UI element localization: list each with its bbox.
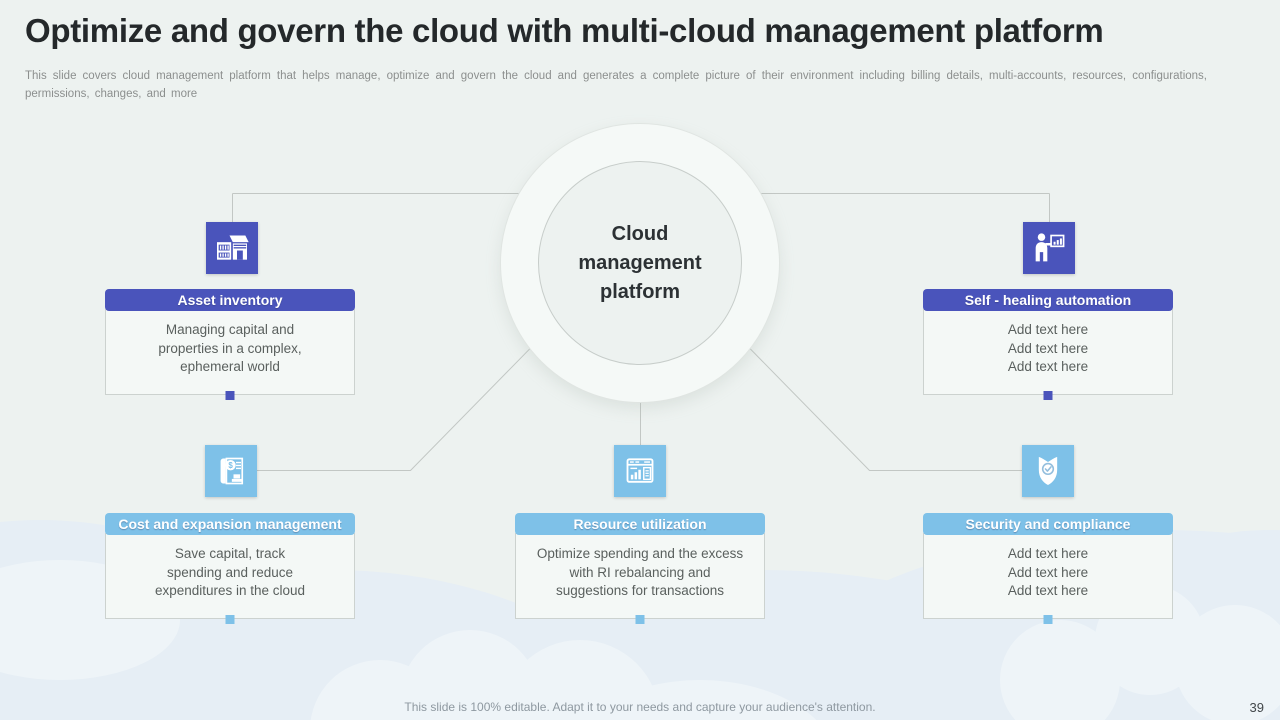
page-title[interactable]: Optimize and govern the cloud with multi… — [25, 12, 1104, 49]
card-asset-inventory[interactable]: Asset inventory Managing capital and pro… — [105, 289, 355, 400]
card-body-line: ephemeral world — [180, 359, 280, 375]
building-icon-tile[interactable] — [206, 222, 258, 274]
card-body: Managing capital and properties in a com… — [105, 309, 355, 395]
presenter-chart-icon-tile[interactable] — [1023, 222, 1075, 274]
card-body-line: Save capital, track — [174, 545, 286, 561]
card-title: Self - healing automation — [923, 289, 1173, 311]
card-body-line: Add text here — [1007, 545, 1089, 561]
connector-dot — [635, 615, 645, 624]
browser-chart-icon-tile[interactable] — [614, 445, 666, 497]
card-body-line: Optimize spending and the excess — [536, 545, 744, 561]
invoice-dollar-icon-tile[interactable]: $ — [205, 445, 257, 497]
card-title: Resource utilization — [515, 513, 765, 535]
card-body: Optimize spending and the excess with RI… — [515, 533, 765, 619]
card-cost-and-expansion-management[interactable]: Cost and expansion management Save capit… — [105, 513, 355, 624]
card-body-line: expenditures in the cloud — [154, 583, 306, 599]
svg-text:$: $ — [228, 461, 233, 470]
card-body-line: spending and reduce — [166, 564, 294, 580]
card-body: Save capital, track spending and reduce … — [105, 533, 355, 619]
browser-chart-icon — [626, 458, 654, 483]
shield-check-icon-tile[interactable] — [1022, 445, 1074, 497]
page-number: 39 — [1249, 700, 1264, 715]
connector-dot — [1043, 615, 1053, 624]
central-node-label: Cloud — [611, 222, 669, 245]
card-body-line: Add text here — [1007, 359, 1089, 375]
page-subtitle[interactable]: This slide covers cloud management platf… — [25, 70, 1207, 100]
card-self-healing-automation[interactable]: Self - healing automation Add text here … — [923, 289, 1173, 400]
card-resource-utilization[interactable]: Resource utilization Optimize spending a… — [515, 513, 765, 624]
card-body: Add text here Add text here Add text her… — [923, 309, 1173, 395]
shield-check-icon — [1038, 456, 1058, 485]
card-body-line: Add text here — [1007, 564, 1089, 580]
connector-dot — [225, 391, 235, 400]
connector-dot — [1043, 391, 1053, 400]
central-node-label: management — [578, 251, 702, 274]
card-body: Add text here Add text here Add text her… — [923, 533, 1173, 619]
building-icon — [217, 235, 249, 260]
card-title: Asset inventory — [105, 289, 355, 311]
card-security-and-compliance[interactable]: Security and compliance Add text here Ad… — [923, 513, 1173, 624]
card-body-line: Managing capital and — [165, 321, 295, 337]
card-body-line: Add text here — [1007, 340, 1089, 356]
card-body-line: Add text here — [1007, 321, 1089, 337]
card-body-line: with RI rebalancing and — [569, 564, 711, 580]
card-title: Security and compliance — [923, 513, 1173, 535]
invoice-dollar-icon: $ — [220, 457, 244, 485]
card-title: Cost and expansion management — [105, 513, 355, 535]
presenter-chart-icon — [1035, 233, 1065, 262]
central-node[interactable]: Cloud management platform — [538, 161, 742, 365]
card-body-line: suggestions for transactions — [555, 583, 725, 599]
card-body-line: Add text here — [1007, 583, 1089, 599]
card-body-line: properties in a complex, — [158, 340, 302, 356]
footer-note[interactable]: This slide is 100% editable. Adapt it to… — [404, 700, 876, 714]
connector-dot — [225, 615, 235, 624]
central-node-label: platform — [600, 280, 680, 303]
